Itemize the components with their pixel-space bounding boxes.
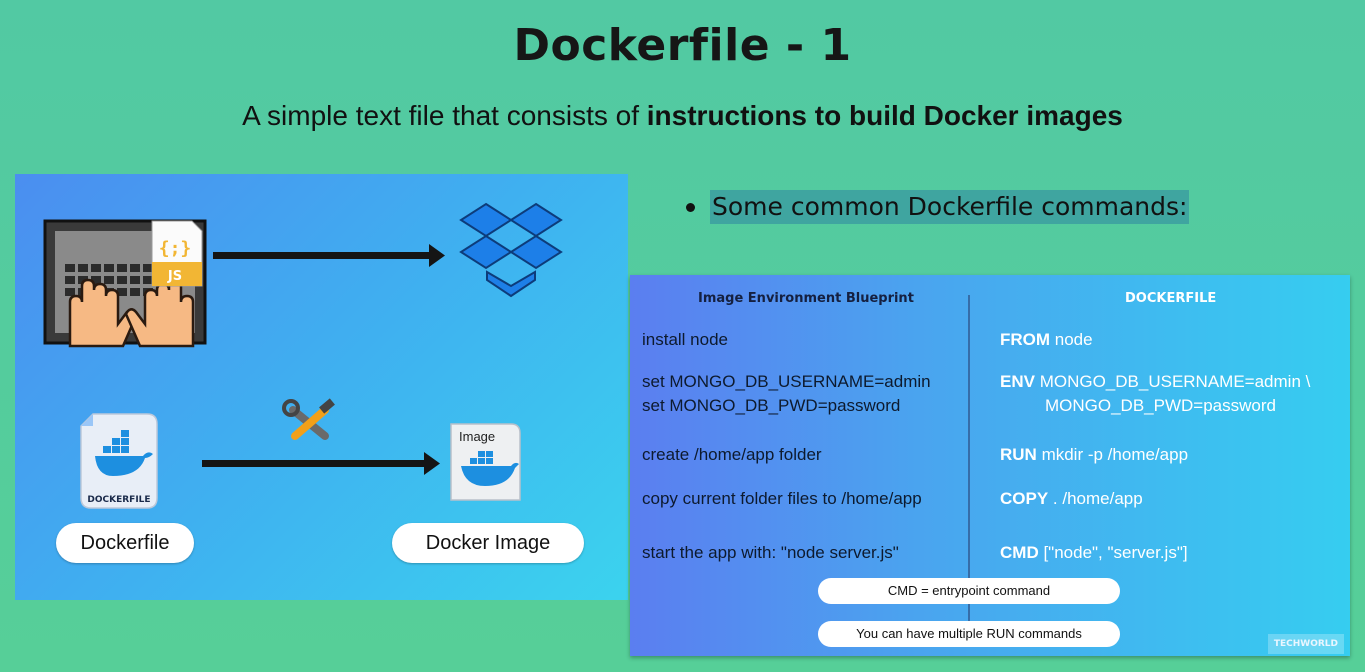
dockerfile-keyword: RUN <box>1000 445 1037 464</box>
dockerfile-arg: node <box>1050 330 1093 349</box>
dockerfile-row: COPY . /home/app <box>1000 487 1143 511</box>
subtitle-prefix: A simple text file that consists of <box>242 100 647 131</box>
page-title: Dockerfile - 1 <box>513 20 852 71</box>
image-icon-label: Image <box>459 429 495 444</box>
blueprint-row: start the app with: "node server.js" <box>642 543 899 562</box>
docker-whale-icon <box>95 430 153 476</box>
dockerfile-row: CMD ["node", "server.js"] <box>1000 541 1188 565</box>
header-blueprint: Image Environment Blueprint <box>698 291 914 306</box>
techworld-watermark: TECHWORLD <box>1267 634 1344 654</box>
subtitle-bold: instructions to build Docker images <box>646 100 1123 131</box>
dockerfile-document-icon <box>80 413 158 509</box>
js-badge: JS <box>167 269 182 284</box>
dockerfile-keyword: CMD <box>1000 543 1039 562</box>
column-divider <box>968 295 970 640</box>
blueprint-row: create /home/app folder <box>642 445 822 464</box>
blueprint-row: copy current folder files to /home/app <box>642 489 922 508</box>
run-note-pill: You can have multiple RUN commands <box>818 621 1120 647</box>
blueprint-row: install node <box>642 330 729 349</box>
dockerfile-arg: ["node", "server.js"] <box>1038 543 1188 562</box>
dockerfile-row: FROM node <box>1000 328 1093 352</box>
header-dockerfile: DOCKERFILE <box>1125 291 1217 306</box>
dockerfile-row: MONGO_DB_PWD=password <box>1045 394 1276 418</box>
dockerfile-icon-label: DOCKERFILE <box>87 495 150 505</box>
js-file-icon <box>151 220 203 287</box>
bullet-text: Some common Dockerfile commands: <box>710 190 1190 224</box>
docker-image-document-icon <box>450 423 521 501</box>
dropbox-icon <box>459 202 563 298</box>
dockerfile-pill: Dockerfile <box>56 523 194 563</box>
illustration-canvas: {;} JS DOCKERFILE <box>43 202 563 509</box>
js-braces: {;} <box>159 238 192 259</box>
typing-hands-icon <box>68 278 195 348</box>
cmd-note-pill: CMD = entrypoint command <box>818 578 1120 604</box>
dockerfile-keyword: ENV <box>1000 372 1035 391</box>
dockerfile-commands-table: Image Environment Blueprint DOCKERFILE i… <box>630 275 1350 656</box>
dockerfile-arg: . /home/app <box>1048 489 1143 508</box>
dockerfile-arg: mkdir -p /home/app <box>1036 445 1189 464</box>
docker-image-pill: Docker Image <box>392 523 584 563</box>
blueprint-row: set MONGO_DB_USERNAME=admin <box>642 372 931 391</box>
docker-build-illustration: {;} JS DOCKERFILE <box>15 174 628 600</box>
dockerfile-arg: MONGO_DB_PWD=password <box>1045 396 1276 415</box>
arrow-right-icon <box>202 452 440 475</box>
dockerfile-keyword: FROM <box>1000 330 1051 349</box>
dockerfile-row: ENV MONGO_DB_USERNAME=admin \ <box>1000 370 1310 394</box>
page-subtitle: A simple text file that consists of inst… <box>0 100 1365 132</box>
arrow-right-icon <box>213 244 445 267</box>
dockerfile-row: RUN mkdir -p /home/app <box>1000 443 1188 467</box>
blueprint-row: set MONGO_DB_PWD=password <box>642 396 901 415</box>
tools-icon <box>282 398 335 440</box>
dockerfile-keyword: COPY <box>1000 489 1049 508</box>
bullet-dot <box>686 203 695 212</box>
dockerfile-arg: MONGO_DB_USERNAME=admin \ <box>1034 372 1311 391</box>
